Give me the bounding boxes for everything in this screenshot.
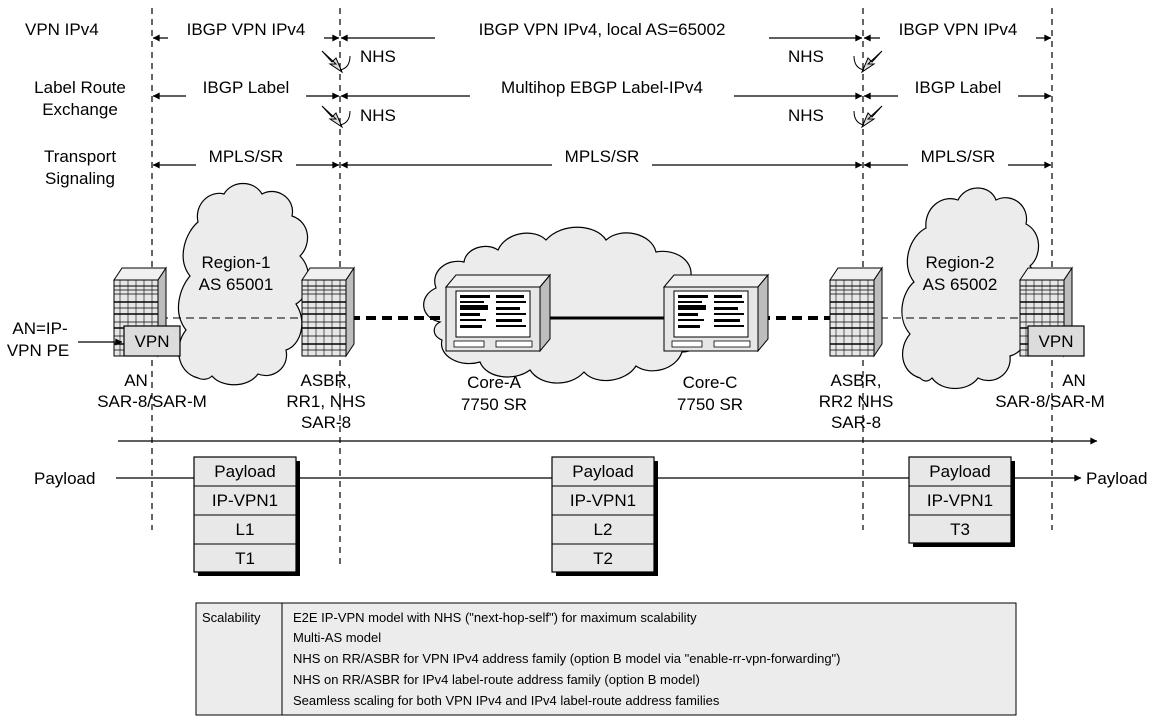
core-a-model: 7750 SR [461,395,527,414]
core-c-model: 7750 SR [677,395,743,414]
nhs-arrow-icon [321,105,351,128]
scalability-header: Scalability [202,610,261,625]
row-label-label-route: Label Route [34,78,126,97]
vpn-box-left-label: VPN [135,332,170,351]
an-right-label: AN [1062,371,1086,390]
asbr-right-model: SAR-8 [831,413,881,432]
nhs-label-label-left: NHS [360,106,396,125]
stack-3-layer-vpn: IP-VPN1 [927,491,993,510]
an-right-model: SAR-8/SAR-M [995,392,1105,411]
asbr-right-label: ASBR, [830,371,881,390]
stack-2-layer-label: L2 [594,520,613,539]
stack-2-layer-transport: T2 [593,549,613,568]
region-1-as: AS 65001 [199,275,274,294]
vpn-box-right-label: VPN [1039,332,1074,351]
transport-row: MPLS/SR MPLS/SR MPLS/SR [152,145,1052,169]
scalability-line: NHS on RR/ASBR for IPv4 label-route addr… [293,672,700,687]
an-pe-label-line1: AN=IP- [12,319,67,338]
vpn-label-left: IBGP VPN IPv4 [187,20,306,39]
scalability-line: E2E IP-VPN model with NHS ("next-hop-sel… [293,610,697,625]
an-left-model: SAR-8/SAR-M [97,392,207,411]
region-2-as: AS 65002 [923,275,998,294]
an-left-label: AN [124,371,148,390]
router-asbr-right [829,267,883,357]
stack-1-layer-payload: Payload [214,462,275,481]
row-label-exchange: Exchange [42,100,118,119]
stack-1-layer-vpn: IP-VPN1 [212,491,278,510]
nhs-label-vpn-right: NHS [788,47,824,66]
payload-right-label: Payload [1086,469,1147,488]
stack-1-layer-transport: T1 [235,549,255,568]
region-1-cloud [177,182,310,386]
label-stack-2: Payload IP-VPN1 L2 T2 [551,456,658,576]
transport-right: MPLS/SR [921,147,996,166]
nhs-markers-vpn: NHS NHS [321,47,883,73]
row-labels: VPN IPv4 Label Route Exchange Transport … [25,20,126,188]
vpn-ipv4-row: IBGP VPN IPv4 IBGP VPN IPv4, local AS=65… [152,18,1052,42]
router-asbr-left [301,267,355,357]
nhs-label-label-right: NHS [788,106,824,125]
scalability-line: Seamless scaling for both VPN IPv4 and I… [293,693,720,708]
transport-left: MPLS/SR [209,147,284,166]
region-2-label: Region-2 [926,253,995,272]
scalability-line: NHS on RR/ASBR for VPN IPv4 address fami… [293,651,841,666]
nhs-label-vpn-left: NHS [360,47,396,66]
asbr-left-label: ASBR, [300,371,351,390]
router-core-a [445,274,551,352]
transport-middle: MPLS/SR [565,147,640,166]
vpn-label-middle: IBGP VPN IPv4, local AS=65002 [479,20,726,39]
nhs-arrow-icon [853,105,883,128]
core-a-label: Core-A [467,373,522,392]
stack-2-layer-payload: Payload [572,462,633,481]
label-stack-1: Payload IP-VPN1 L1 T1 [193,456,300,576]
label-route-right: IBGP Label [915,78,1002,97]
asbr-left-model: SAR-8 [301,413,351,432]
label-stack-3: Payload IP-VPN1 T3 [908,456,1015,547]
row-label-signaling: Signaling [45,169,115,188]
label-route-row: IBGP Label Multihop EBGP Label-IPv4 IBGP… [152,76,1052,100]
vpn-label-right: IBGP VPN IPv4 [899,20,1018,39]
router-core-c [663,274,769,352]
asbr-right-role: RR2 NHS [819,392,894,411]
row-label-vpn: VPN IPv4 [25,20,99,39]
stack-3-layer-transport: T3 [950,520,970,539]
nhs-arrow-icon [853,50,883,73]
vpn-box-right [1027,325,1085,357]
row-label-transport: Transport [44,147,116,166]
label-route-middle: Multihop EBGP Label-IPv4 [501,78,703,97]
label-route-left: IBGP Label [203,78,290,97]
core-c-label: Core-C [683,373,738,392]
stack-3-layer-payload: Payload [929,462,990,481]
scalability-table: Scalability E2E IP-VPN model with NHS ("… [195,602,1017,716]
nhs-arrow-icon [321,50,351,73]
nhs-markers-label: NHS NHS [321,105,883,128]
region-1-label: Region-1 [202,253,271,272]
scalability-line: Multi-AS model [293,630,381,645]
stack-1-layer-label: L1 [236,520,255,539]
an-pe-label-line2: VPN PE [7,341,69,360]
vpn-box-left [123,325,181,357]
device-labels: AN SAR-8/SAR-M ASBR, RR1, NHS SAR-8 Core… [97,371,1105,432]
payload-left-label: Payload [34,469,95,488]
stack-2-layer-vpn: IP-VPN1 [570,491,636,510]
asbr-left-role: RR1, NHS [286,392,365,411]
region-2-cloud [901,187,1040,390]
